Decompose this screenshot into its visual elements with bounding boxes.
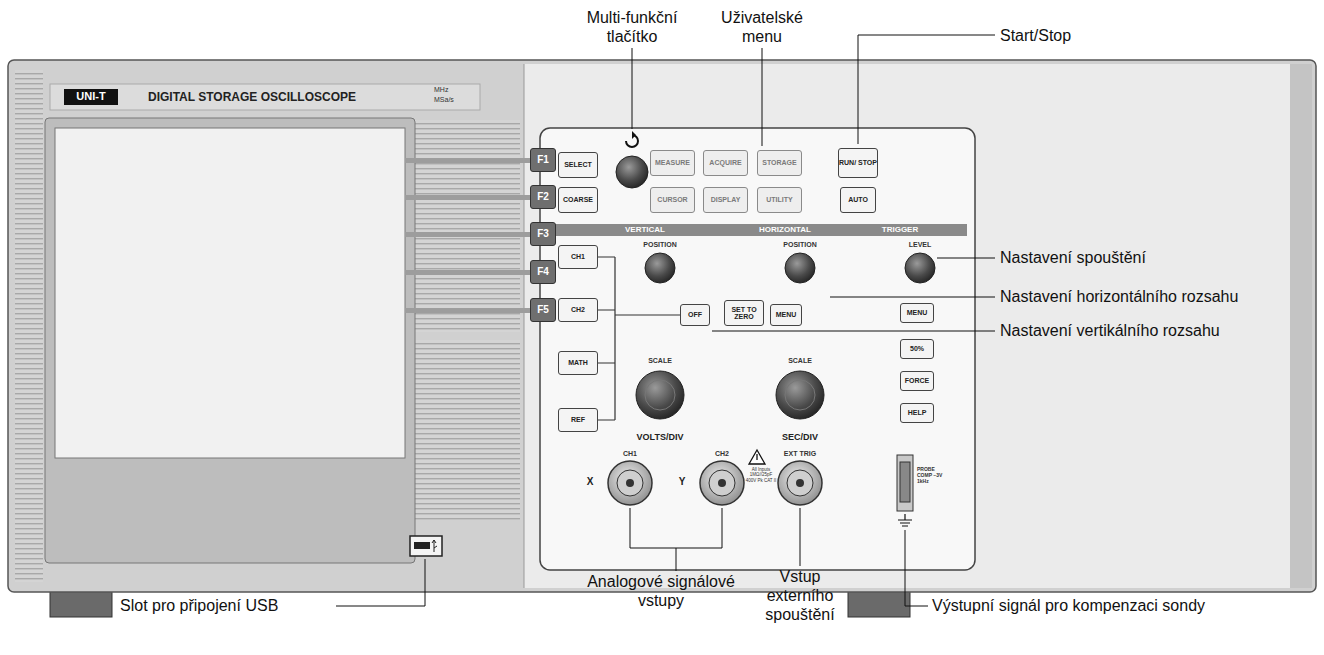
panel-button: MENU bbox=[900, 303, 934, 323]
callout-label: Uživatelské menu bbox=[702, 8, 822, 46]
callout-label: Analogové signálové vstupy bbox=[586, 572, 736, 610]
panel-button: RUN/ STOP bbox=[838, 148, 878, 178]
button-label: SELECT bbox=[564, 161, 592, 168]
panel-marking: POSITION bbox=[620, 241, 700, 249]
panel-marking: MSa/s bbox=[434, 96, 454, 104]
button-label: OFF bbox=[688, 311, 702, 318]
callout-label: Nastavení spouštění bbox=[1000, 248, 1146, 267]
button-label: STORAGE bbox=[762, 159, 797, 166]
panel-button: SELECT bbox=[558, 152, 598, 178]
panel-button: COARSE bbox=[558, 187, 598, 213]
button-label: F5 bbox=[537, 305, 549, 316]
callout-label: Start/Stop bbox=[1000, 26, 1071, 45]
panel-marking: All Inputs 1MΩ//25pF 400V Pk CAT II bbox=[745, 467, 777, 483]
button-label: ACQUIRE bbox=[709, 159, 741, 166]
callout-label: Nastavení vertikálního rozsahu bbox=[1000, 321, 1220, 340]
button-label: HELP bbox=[908, 409, 927, 416]
softkey-button: F4 bbox=[530, 260, 556, 284]
button-label: 50% bbox=[910, 345, 924, 352]
callout-label: Výstupní signál pro kompenzaci sondy bbox=[932, 596, 1205, 615]
button-label: COARSE bbox=[563, 196, 593, 203]
button-label: MEASURE bbox=[655, 159, 690, 166]
button-label: DISPLAY bbox=[711, 196, 741, 203]
panel-marking: EXT TRIG bbox=[760, 450, 840, 458]
panel-button: REF bbox=[558, 408, 598, 432]
button-label: F1 bbox=[537, 155, 549, 166]
panel-marking: Y bbox=[672, 476, 692, 488]
button-label: F4 bbox=[537, 267, 549, 278]
panel-marking: CH2 bbox=[692, 450, 752, 458]
button-label: SET TO ZERO bbox=[725, 306, 763, 321]
panel-marking: DIGITAL STORAGE OSCILLOSCOPE bbox=[148, 90, 356, 104]
panel-marking: UNI-T bbox=[64, 90, 118, 103]
button-label: CH2 bbox=[571, 306, 585, 313]
button-label: REF bbox=[571, 416, 585, 423]
panel-marking: SCALE bbox=[620, 357, 700, 365]
button-label: MENU bbox=[776, 311, 797, 318]
panel-button: CH2 bbox=[558, 298, 598, 322]
panel-marking: X bbox=[580, 476, 600, 488]
panel-button: CH1 bbox=[558, 245, 598, 269]
button-label: MATH bbox=[568, 359, 588, 366]
panel-marking: SEC/DIV bbox=[750, 432, 850, 443]
panel-button: DISPLAY bbox=[703, 187, 748, 213]
button-label: MENU bbox=[907, 309, 928, 316]
softkey-button: F1 bbox=[530, 148, 556, 172]
panel-marking: SCALE bbox=[760, 357, 840, 365]
panel-marking: VERTICAL bbox=[555, 225, 735, 235]
callout-label: Vstup externího spouštění bbox=[752, 567, 848, 625]
panel-button: MATH bbox=[558, 351, 598, 375]
button-label: CURSOR bbox=[657, 196, 687, 203]
panel-button: OFF bbox=[680, 304, 710, 326]
callout-label: Multi-funkční tlačítko bbox=[572, 8, 692, 46]
panel-button: CURSOR bbox=[650, 187, 695, 213]
softkey-button: F2 bbox=[530, 185, 556, 209]
panel-button: UTILITY bbox=[757, 187, 802, 213]
panel-marking: LEVEL bbox=[880, 241, 960, 249]
button-label: F3 bbox=[537, 229, 549, 240]
panel-button: MENU bbox=[770, 304, 802, 326]
panel-marking: PROBE COMP ~3V 1kHz bbox=[917, 466, 951, 484]
panel-marking: VOLTS/DIV bbox=[610, 432, 710, 443]
panel-marking: MHz bbox=[434, 86, 448, 94]
softkey-button: F3 bbox=[530, 222, 556, 246]
button-label: RUN/ STOP bbox=[839, 159, 877, 166]
softkey-button: F5 bbox=[530, 298, 556, 322]
button-label: UTILITY bbox=[766, 196, 792, 203]
panel-button: HELP bbox=[900, 403, 934, 423]
callout-label: Nastavení horizontálního rozsahu bbox=[1000, 287, 1238, 306]
panel-marking: POSITION bbox=[760, 241, 840, 249]
panel-marking: HORIZONTAL bbox=[735, 225, 835, 235]
panel-button: MEASURE bbox=[650, 150, 695, 176]
panel-button: FORCE bbox=[900, 371, 934, 391]
button-label: FORCE bbox=[905, 377, 930, 384]
button-label: AUTO bbox=[848, 196, 868, 203]
panel-button: SET TO ZERO bbox=[724, 300, 764, 326]
panel-button: AUTO bbox=[840, 187, 876, 213]
panel-button: ACQUIRE bbox=[703, 150, 748, 176]
button-label: CH1 bbox=[571, 253, 585, 260]
panel-button: 50% bbox=[900, 339, 934, 359]
callout-label: Slot pro připojení USB bbox=[120, 596, 278, 615]
panel-marking: TRIGGER bbox=[835, 225, 965, 235]
panel-button: STORAGE bbox=[757, 150, 802, 176]
panel-marking: CH1 bbox=[600, 450, 660, 458]
button-label: F2 bbox=[537, 192, 549, 203]
